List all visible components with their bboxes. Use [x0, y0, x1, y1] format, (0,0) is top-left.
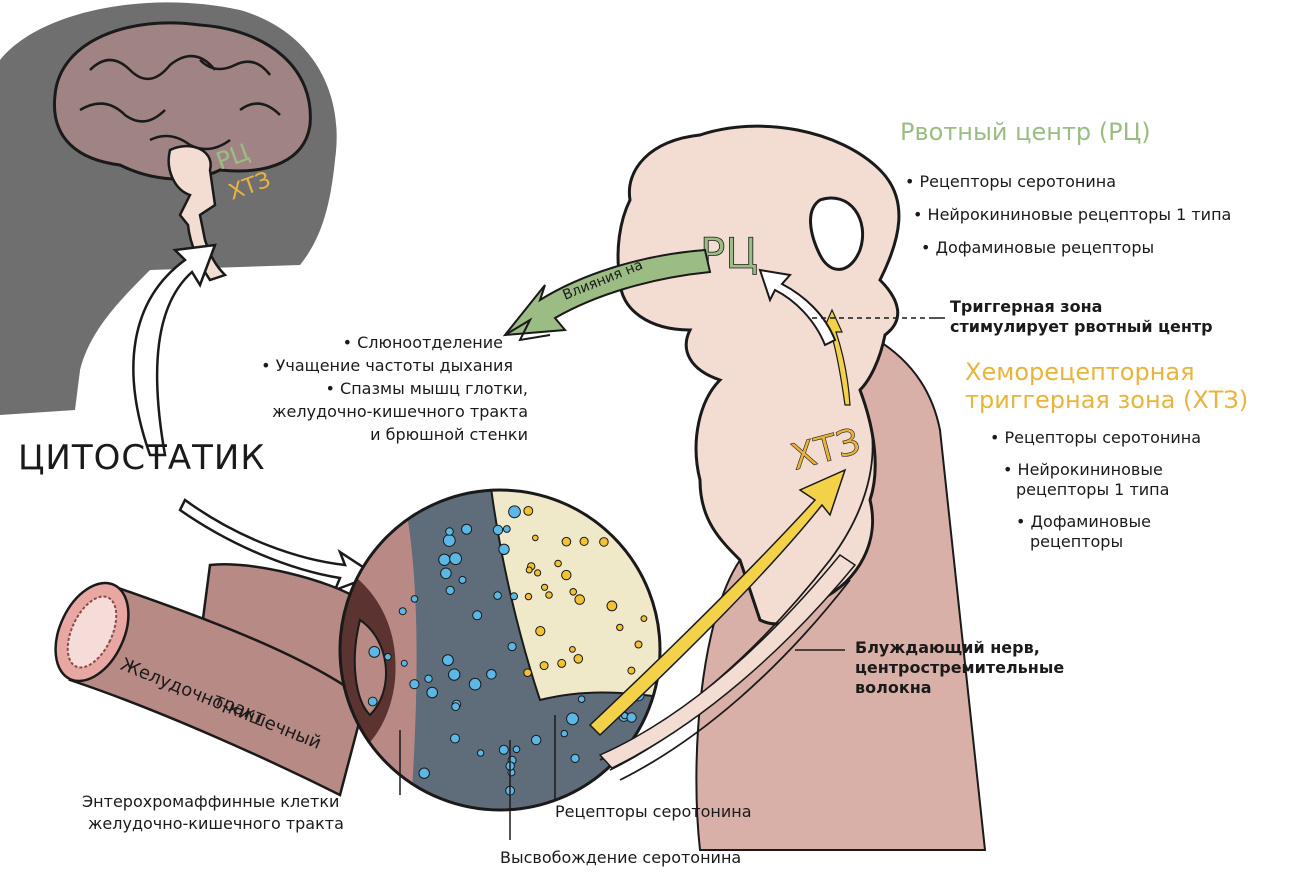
serotonin-receptor [555, 560, 562, 567]
serotonin-granule [578, 696, 585, 703]
serotonin-granule [477, 750, 483, 756]
serotonin-receptor [546, 592, 553, 599]
ctz-title-1: Хеморецепторная [965, 358, 1195, 386]
serotonin-granule [469, 678, 481, 690]
serotonin-receptor [540, 662, 548, 670]
serotonin-granule [571, 754, 579, 762]
serotonin-granule [473, 611, 482, 620]
serotonin-receptor [526, 567, 532, 573]
ctz-receptor-3-line-2: рецепторы [1030, 532, 1123, 552]
serotonin-granule [368, 697, 377, 706]
serotonin-granule [410, 680, 419, 689]
serotonin-receptor [570, 589, 577, 596]
center-receptor-3: Дофаминовые рецепторы [921, 238, 1154, 258]
vagus-line-1: Блуждающий нерв, [855, 638, 1040, 658]
serotonin-granule [499, 745, 508, 754]
serotonin-granule [508, 643, 516, 651]
brainstem-main [618, 126, 899, 624]
effect-spasm-line-1: Спазмы мышц глотки, [326, 379, 528, 399]
serotonin-granule [427, 687, 438, 698]
trigger-line-2: стимулирует рвотный центр [950, 317, 1213, 337]
ctz-title-2: триггерная зона (ХТЗ) [965, 386, 1248, 414]
serotonin-granule [446, 528, 454, 536]
ctz-receptor-2-line-1: Нейрокининовые [1003, 460, 1163, 480]
serotonin-receptor [641, 616, 647, 622]
serotonin-granule [503, 526, 510, 533]
serotonin-granule [446, 586, 454, 594]
serotonin-receptor [524, 507, 533, 516]
serotonin-granule [499, 544, 509, 554]
serotonin-receptor [570, 647, 576, 653]
serotonin-receptor [635, 641, 642, 648]
serotonin-receptor [558, 659, 566, 667]
enterochromaffin-line-2: желудочно-кишечного тракта [88, 814, 344, 834]
trigger-line-1: Триггерная зона [950, 297, 1102, 317]
serotonin-granule [451, 734, 460, 743]
serotonin-receptor [542, 584, 548, 590]
serotonin-granule [401, 660, 407, 666]
serotonin-receptor [533, 535, 539, 541]
serotonin-granule [511, 593, 518, 600]
serotonin-receptor [575, 595, 585, 605]
serotonin-receptor [525, 593, 531, 599]
serotonin-granule [399, 608, 406, 615]
center-receptor-2: Нейрокининовые рецепторы 1 типа [913, 205, 1231, 225]
serotonin-granule [443, 535, 455, 547]
serotonin-receptors-label: Рецепторы серотонина [555, 802, 752, 822]
serotonin-granule [419, 768, 429, 778]
serotonin-receptor [562, 537, 571, 546]
enterochromaffin-line-1: Энтерохромаффинные клетки [82, 792, 339, 812]
drug-to-brain-arrow [133, 245, 215, 455]
serotonin-granule [385, 654, 392, 661]
serotonin-granule [513, 746, 520, 753]
ctz-receptor-3-line-1: Дофаминовые [1016, 512, 1151, 532]
serotonin-granule [443, 655, 454, 666]
serotonin-granule [462, 524, 472, 534]
serotonin-granule [425, 675, 432, 682]
serotonin-receptor [574, 655, 583, 664]
effect-spasm-line-2: желудочно-кишечного тракта [272, 402, 528, 422]
serotonin-receptor [600, 538, 609, 547]
serotonin-granule [494, 592, 502, 600]
serotonin-receptor [580, 537, 588, 545]
serotonin-granule [450, 553, 462, 565]
vagus-line-3: волокна [855, 678, 932, 698]
serotonin-granule [441, 568, 452, 579]
effect-respiration: Учащение частоты дыхания [261, 356, 513, 376]
serotonin-receptor [535, 570, 541, 576]
serotonin-granule [487, 670, 497, 680]
serotonin-granule [561, 730, 567, 736]
serotonin-receptor [562, 570, 571, 579]
vagus-line-2: центростремительные [855, 658, 1064, 678]
serotonin-granule [411, 596, 418, 603]
serotonin-granule [509, 506, 521, 518]
drug-label: ЦИТОСТАТИК [18, 448, 265, 468]
serotonin-granule [449, 669, 460, 680]
center-receptor-1: Рецепторы серотонина [905, 172, 1116, 192]
serotonin-granule [567, 713, 579, 725]
effect-spasm-line-3: и брюшной стенки [370, 425, 528, 445]
serotonin-granule [459, 576, 466, 583]
effect-salivation: Слюноотделение [343, 333, 503, 353]
serotonin-granule [452, 703, 460, 711]
ctz-receptor-2-line-2: рецепторы 1 типа [1016, 480, 1169, 500]
serotonin-receptor [628, 667, 635, 674]
serotonin-granule [439, 554, 450, 565]
serotonin-granule [493, 525, 502, 534]
center-title: Рвотный центр (РЦ) [900, 122, 1151, 142]
serotonin-granule [627, 713, 636, 722]
serotonin-receptor [607, 601, 617, 611]
serotonin-receptor [536, 627, 545, 636]
ctz-receptor-1: Рецепторы серотонина [990, 428, 1201, 448]
serotonin-receptor [617, 624, 623, 630]
serotonin-granule [369, 647, 380, 658]
serotonin-release-label: Высвобождение серотонина [500, 848, 741, 868]
serotonin-receptor [524, 669, 532, 677]
serotonin-granule [532, 735, 541, 744]
